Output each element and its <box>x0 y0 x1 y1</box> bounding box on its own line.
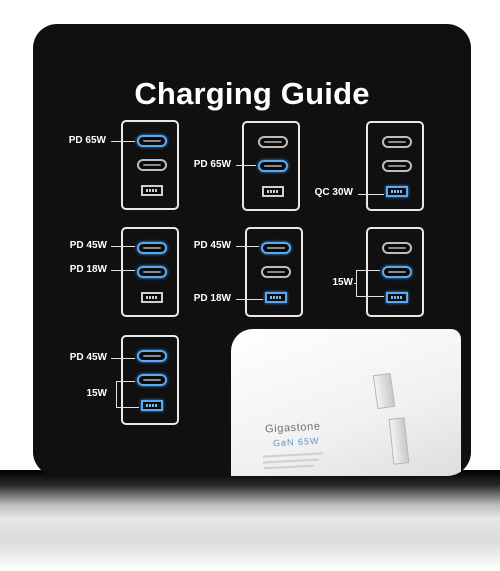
connector-line <box>356 270 380 271</box>
connector-line <box>236 246 259 247</box>
connector-line <box>116 381 135 382</box>
config-7-label-shared: 15W <box>86 388 107 399</box>
usb-a-port <box>141 185 163 196</box>
usb-c2-port <box>261 266 291 278</box>
connector-line <box>111 246 135 247</box>
config-4-label-c1: PD 45W <box>69 240 107 251</box>
connector-bracket <box>116 381 117 407</box>
bottom-backdrop <box>0 470 500 571</box>
config-1-label: PD 65W <box>68 135 106 146</box>
charging-guide-card: Charging Guide PD 65W PD 65W QC 30W PD 4… <box>33 24 471 476</box>
usb-c1-port-active <box>137 350 167 362</box>
charger-product-image <box>231 329 461 476</box>
page-title: Charging Guide <box>134 76 370 111</box>
config-6-label: 15W <box>332 277 353 288</box>
usb-c1-port <box>258 136 288 148</box>
connector-line <box>354 283 357 284</box>
config-5-label-a: PD 18W <box>193 293 231 304</box>
config-6-charger <box>366 227 424 317</box>
config-3-charger <box>366 121 424 211</box>
usb-a-port-active <box>265 292 287 303</box>
usb-c2-port-active <box>258 160 288 172</box>
config-7-label-c1: PD 45W <box>69 352 107 363</box>
connector-line <box>111 141 135 142</box>
config-4-label-c2: PD 18W <box>69 264 107 275</box>
usb-a-port-active <box>141 400 163 411</box>
usb-a-port-active <box>386 292 408 303</box>
connector-line <box>236 165 256 166</box>
usb-c1-port-active <box>137 242 167 254</box>
config-5-charger <box>245 227 303 317</box>
usb-c1-port-active <box>261 242 291 254</box>
connector-line <box>116 407 139 408</box>
connector-line <box>236 299 263 300</box>
usb-c1-port <box>382 242 412 254</box>
config-1-charger <box>121 120 179 210</box>
usb-c1-port <box>382 136 412 148</box>
usb-a-port <box>262 186 284 197</box>
usb-c2-port <box>382 160 412 172</box>
config-3-label: QC 30W <box>314 187 353 198</box>
usb-c2-port-active <box>137 266 167 278</box>
config-4-charger <box>121 227 179 317</box>
config-2-label: PD 65W <box>193 159 231 170</box>
connector-line <box>111 270 135 271</box>
config-2-charger <box>242 121 300 211</box>
usb-c1-port-active <box>137 135 167 147</box>
usb-a-port <box>141 292 163 303</box>
usb-c2-port-active <box>137 374 167 386</box>
connector-line <box>358 194 384 195</box>
connector-line <box>356 296 384 297</box>
usb-a-port-active <box>386 186 408 197</box>
usb-c2-port-active <box>382 266 412 278</box>
config-7-charger <box>121 335 179 425</box>
connector-line <box>111 358 135 359</box>
usb-c2-port <box>137 159 167 171</box>
config-5-label-c1: PD 45W <box>193 240 231 251</box>
